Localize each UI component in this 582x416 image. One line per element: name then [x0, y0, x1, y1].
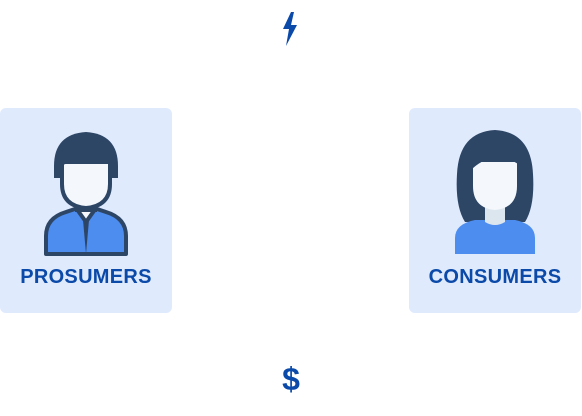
consumers-label: CONSUMERS [428, 266, 562, 288]
woman-avatar-icon [455, 130, 535, 254]
lightning-bolt-icon [283, 12, 297, 46]
dollar-icon: $ [282, 361, 300, 397]
man-avatar-icon [44, 132, 128, 256]
consumers-card: CONSUMERS [409, 108, 581, 313]
prosumers-card: PROSUMERS [0, 108, 172, 313]
prosumers-label: PROSUMERS [20, 266, 152, 288]
